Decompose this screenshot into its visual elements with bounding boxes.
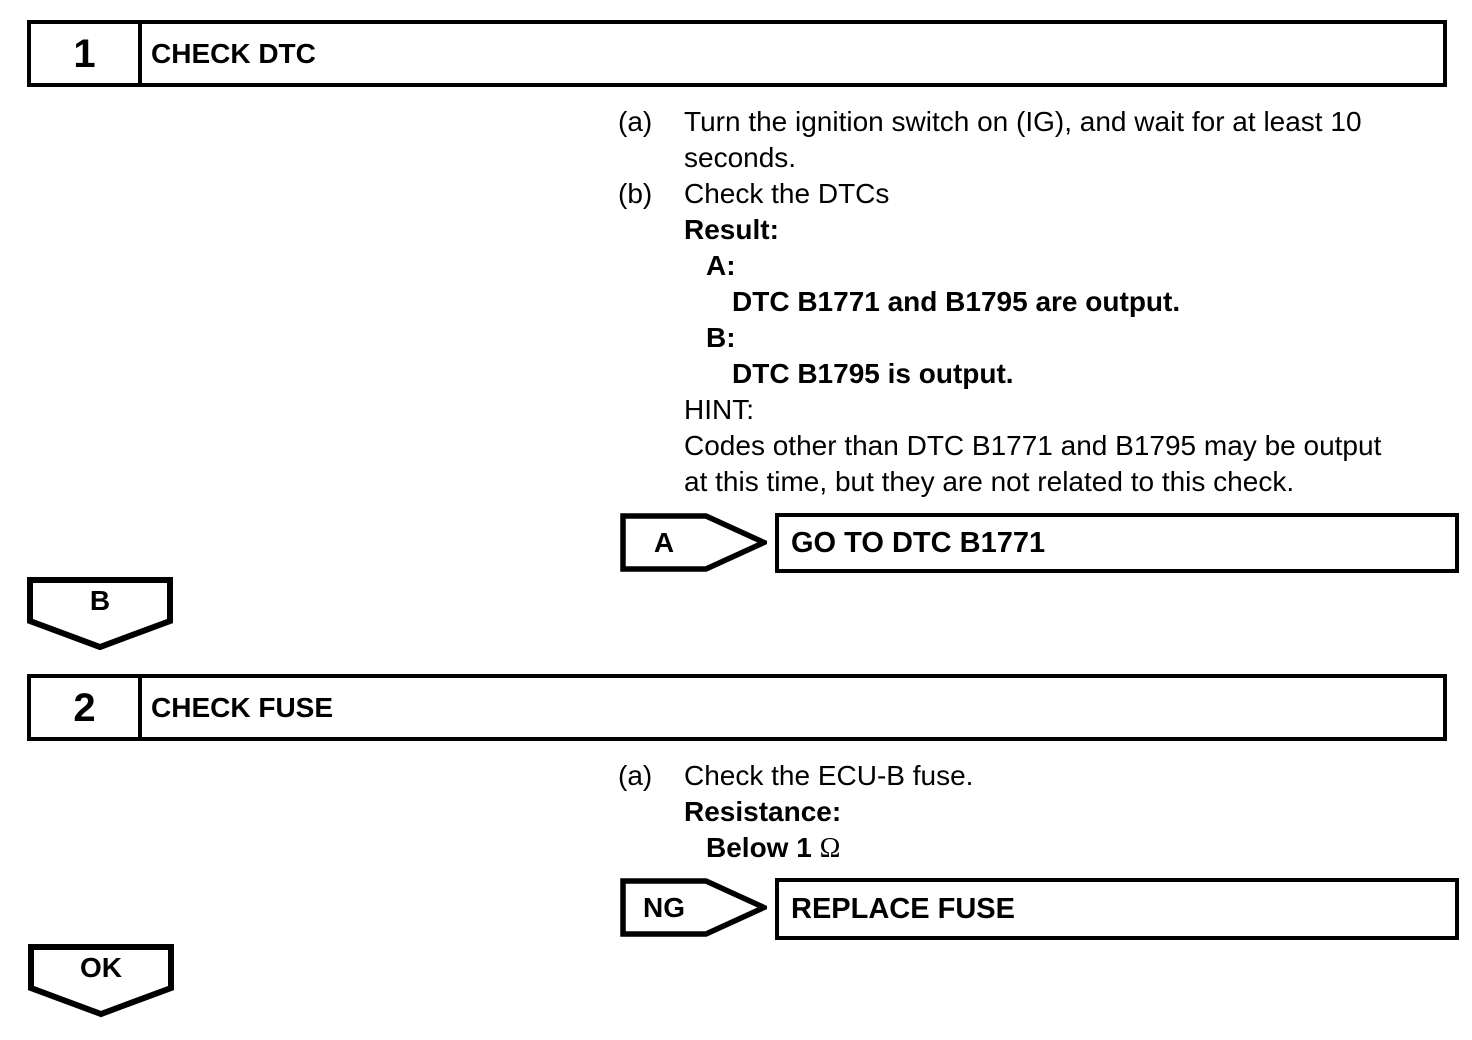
instruction-text: Below 1 Ω (706, 832, 841, 864)
down-connector-icon (27, 577, 173, 651)
instruction-text: Check the ECU-B fuse. (684, 760, 974, 791)
instruction-line: (a) Check the ECU-B fuse. (618, 758, 1463, 794)
branch-ng-pointer: NG (620, 878, 767, 937)
instruction-line: DTC B1795 is output. (618, 356, 1463, 392)
continue-ok-label: OK (80, 952, 122, 983)
branch-a-pointer: A (620, 513, 767, 572)
step-2-title: CHECK FUSE (151, 691, 334, 723)
step-1-header: 1 CHECK DTC (27, 20, 1447, 87)
list-marker: (b) (618, 178, 653, 209)
branch-arrow-icon (620, 513, 767, 572)
branch-ng-label: NG (643, 891, 685, 923)
step-1-number: 1 (31, 24, 142, 83)
instruction-line: (a) Turn the ignition switch on (IG), and… (618, 104, 1463, 140)
unit-symbol: Ω (819, 833, 841, 864)
instruction-text: DTC B1771 and B1795 are output. (732, 286, 1181, 317)
instruction-text: HINT: (684, 394, 754, 425)
instruction-text: A: (706, 250, 736, 281)
instruction-line: A: (618, 248, 1463, 284)
continue-connector-b: B (27, 577, 173, 652)
instruction-text: seconds. (684, 142, 797, 173)
branch-a-action-box: GO TO DTC B1771 (775, 513, 1459, 573)
instruction-line: seconds. (618, 140, 1463, 176)
branch-a-label: A (653, 526, 675, 558)
step-1-title: CHECK DTC (151, 37, 316, 69)
instruction-line: (b) Check the DTCs (618, 176, 1463, 212)
instruction-text: at this time, but they are not related t… (684, 466, 1295, 497)
instruction-line: B: (618, 320, 1463, 356)
branch-ng-action-text: REPLACE FUSE (791, 892, 1015, 925)
instruction-text: Turn the ignition switch on (IG), and wa… (684, 106, 1362, 137)
branch-arrow-icon (620, 878, 767, 937)
instruction-text: Check the DTCs (684, 178, 890, 209)
continue-connector-ok: OK (28, 944, 174, 1019)
instruction-text: B: (706, 322, 736, 353)
branch-a-action-text: GO TO DTC B1771 (791, 526, 1046, 559)
list-marker: (a) (618, 760, 653, 791)
step-2-header: 2 CHECK FUSE (27, 674, 1447, 741)
instruction-text: Codes other than DTC B1771 and B1795 may… (684, 430, 1382, 461)
instruction-line: Result: (618, 212, 1463, 248)
instruction-text: Resistance: (684, 796, 842, 827)
step-2-number: 2 (31, 678, 142, 737)
instruction-line: at this time, but they are not related t… (618, 464, 1463, 500)
instruction-line: Below 1 Ω (618, 830, 1463, 866)
step-1-instructions: (a) Turn the ignition switch on (IG), and… (618, 104, 1463, 500)
instruction-line: HINT: (618, 392, 1463, 428)
down-connector-icon (28, 944, 174, 1018)
step-2-instructions: (a) Check the ECU-B fuse. Resistance: Below… (618, 758, 1463, 866)
branch-ng-action-box: REPLACE FUSE (775, 878, 1459, 940)
instruction-line: Codes other than DTC B1771 and B1795 may… (618, 428, 1463, 464)
instruction-line: DTC B1771 and B1795 are output. (618, 284, 1463, 320)
instruction-text: Result: (684, 214, 779, 245)
list-marker: (a) (618, 106, 653, 137)
instruction-text: DTC B1795 is output. (732, 358, 1014, 389)
instruction-line: Resistance: (618, 794, 1463, 830)
continue-b-label: B (89, 585, 111, 616)
